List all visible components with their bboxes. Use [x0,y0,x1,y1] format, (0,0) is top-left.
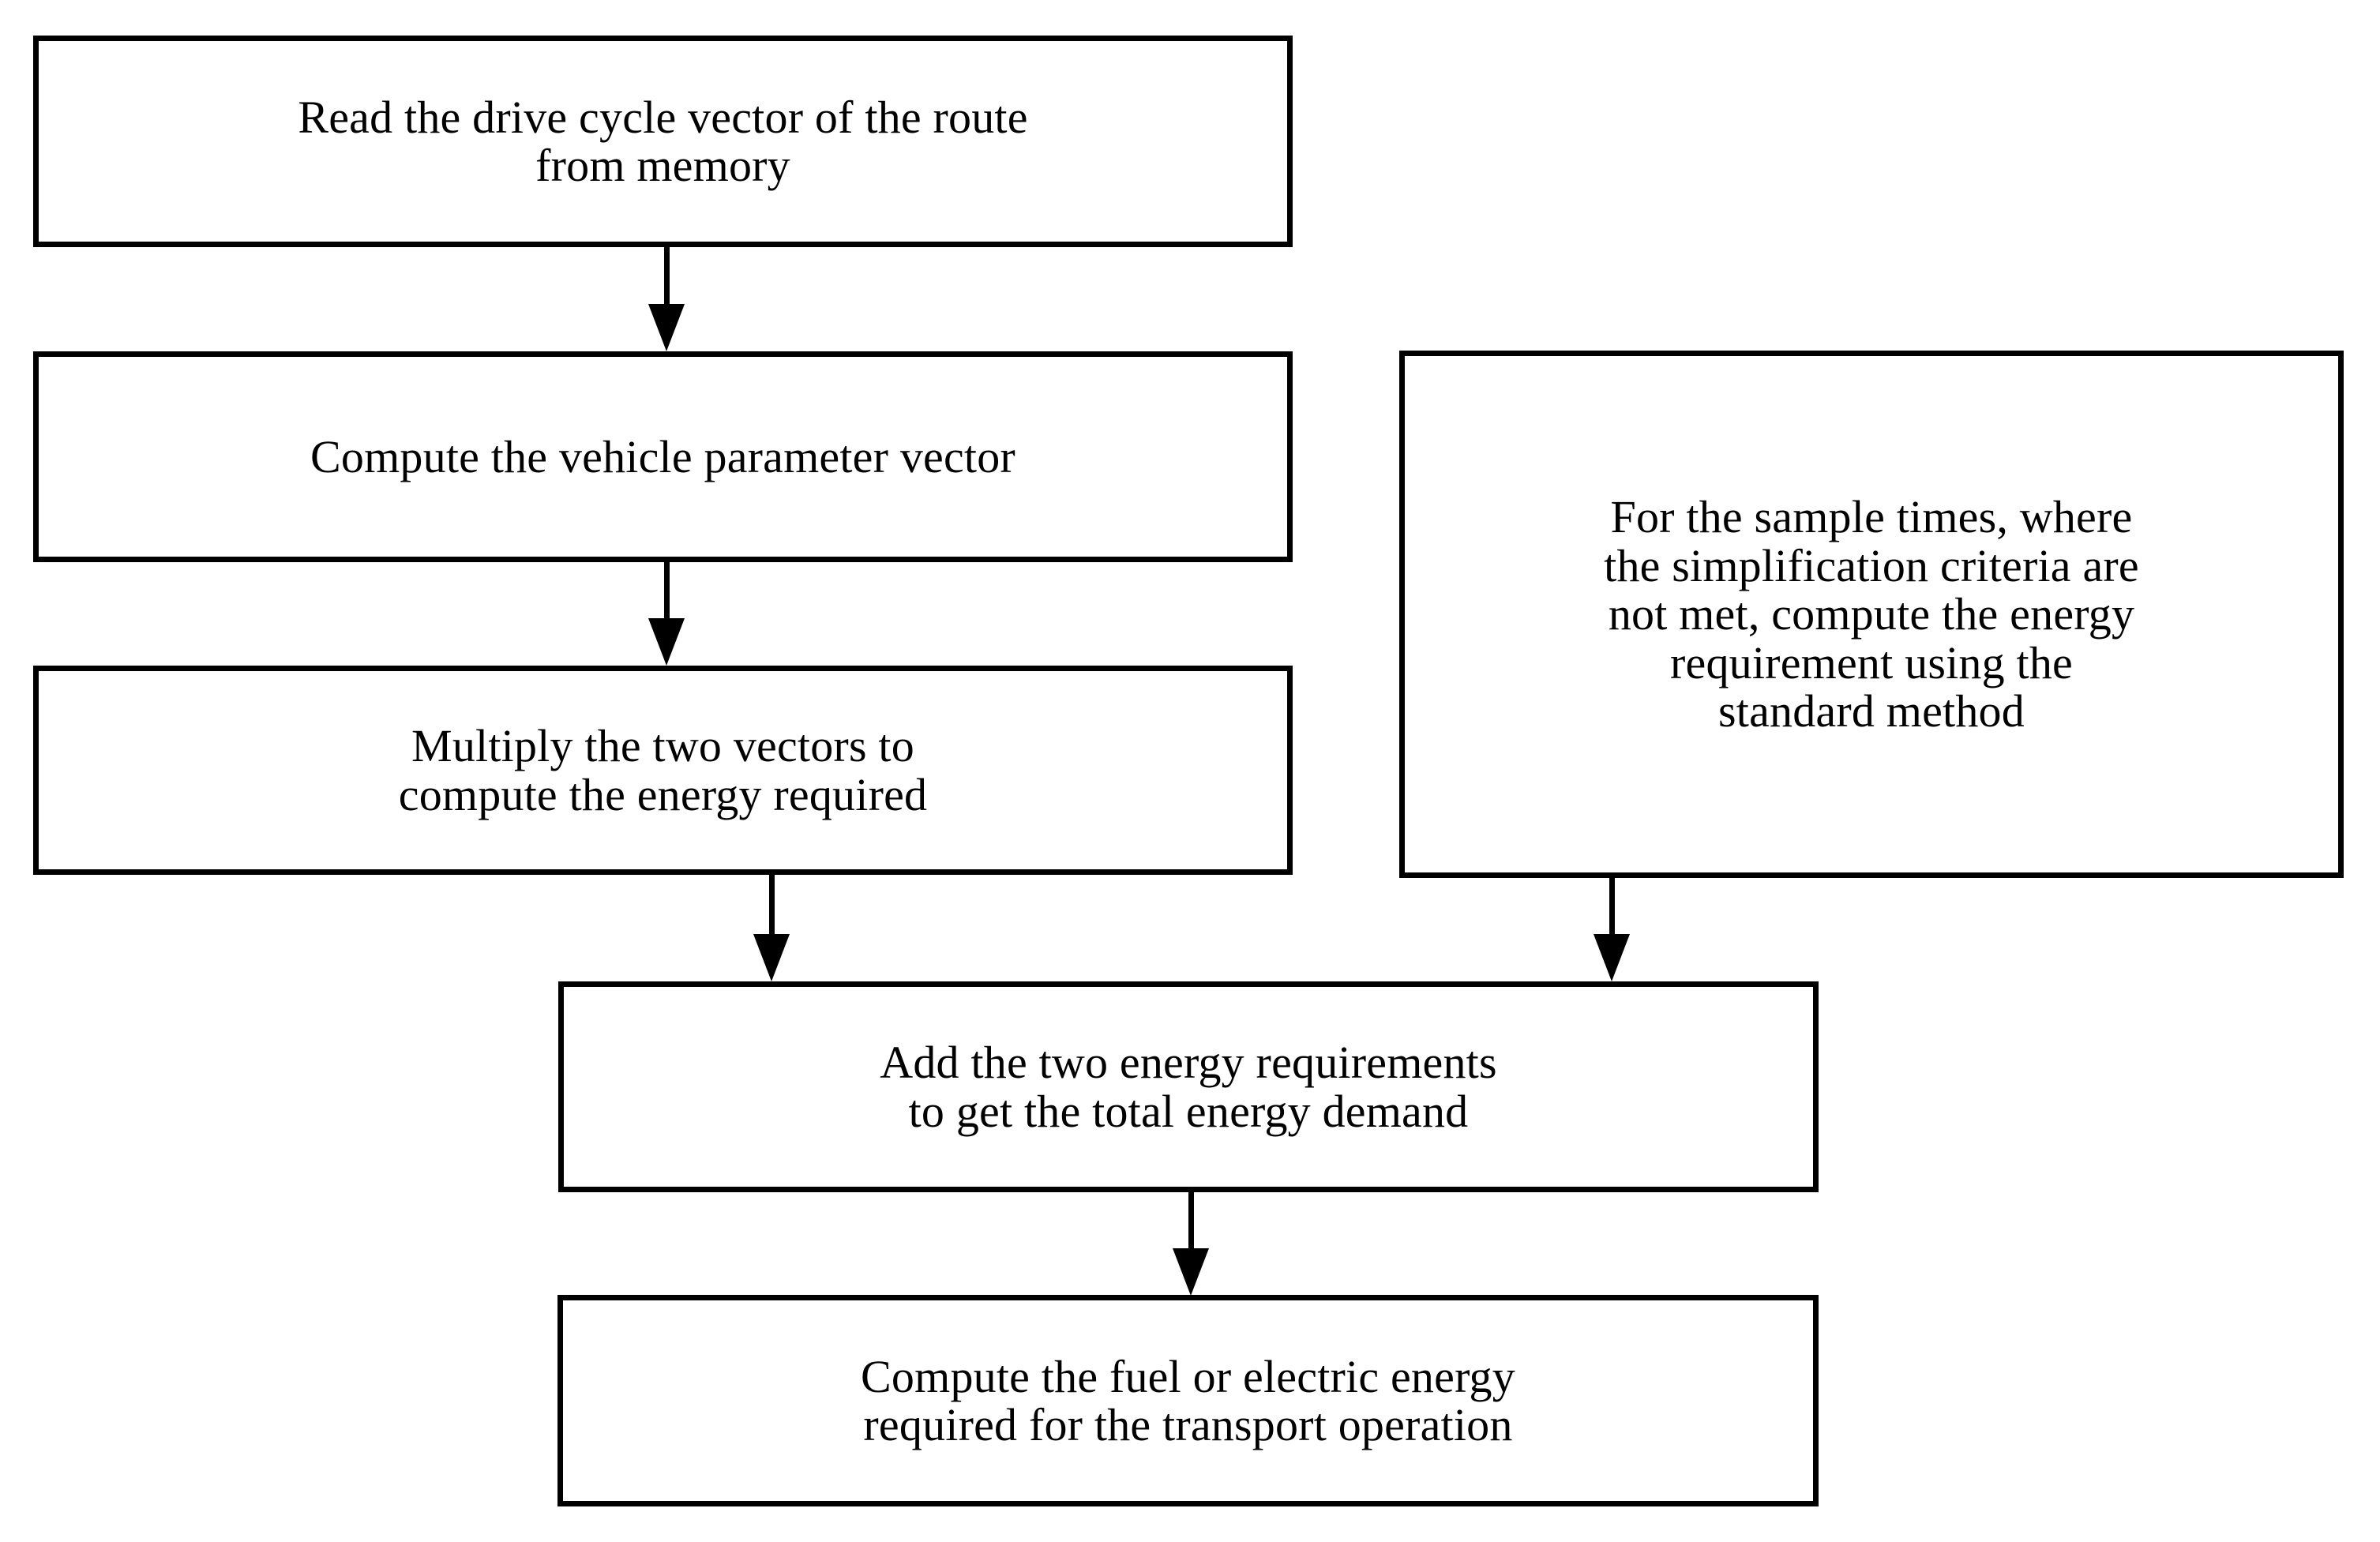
node-multiply-two-vectors-label: Multiply the two vectors to compute the … [398,720,928,820]
node-read-drive-cycle-label: Read the drive cycle vector of the route… [298,91,1028,191]
edge-shaft [1609,878,1615,942]
node-add-two-energy-label: Add the two energy requirements to get t… [880,1037,1497,1137]
arrowhead-down-icon [1594,934,1630,981]
node-compute-vehicle-parameter[interactable]: Compute the vehicle parameter vector [33,351,1293,562]
edge-multiply-to-add [753,875,790,981]
edge-compute-to-multiply [648,562,685,666]
arrowhead-down-icon [648,304,685,351]
arrowhead-down-icon [648,618,685,666]
node-standard-method-label: For the sample times, where the simplifi… [1604,491,2139,737]
node-multiply-two-vectors[interactable]: Multiply the two vectors to compute the … [33,666,1293,875]
edge-standard-to-add [1594,878,1630,981]
arrowhead-down-icon [753,934,790,981]
edge-read-to-compute [648,247,685,351]
node-compute-vehicle-parameter-label: Compute the vehicle parameter vector [310,430,1015,482]
arrowhead-down-icon [1173,1248,1209,1296]
edge-shaft [664,247,670,312]
node-compute-fuel-electric-label: Compute the fuel or electric energy requ… [861,1350,1515,1450]
edge-add-to-compute-fuel [1173,1192,1209,1296]
edge-shaft [769,875,775,942]
edge-shaft [664,562,670,626]
node-read-drive-cycle[interactable]: Read the drive cycle vector of the route… [33,36,1293,247]
edge-shaft [1188,1192,1194,1256]
node-standard-method[interactable]: For the sample times, where the simplifi… [1399,351,2344,878]
node-add-two-energy[interactable]: Add the two energy requirements to get t… [558,981,1819,1192]
node-compute-fuel-electric[interactable]: Compute the fuel or electric energy requ… [557,1295,1819,1506]
